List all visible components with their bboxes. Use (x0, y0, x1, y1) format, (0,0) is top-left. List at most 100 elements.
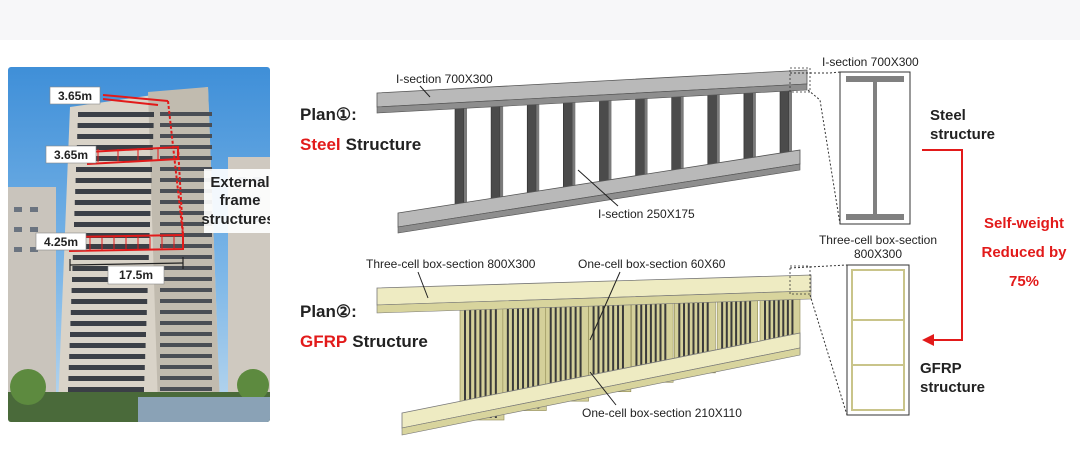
building-photo: 3.65m 3.65m 4.25m 17.5m External frame s… (8, 67, 270, 422)
tower-window-band (74, 200, 151, 205)
gfrp-cell-stripe (621, 303, 624, 390)
steel-column (743, 88, 754, 168)
steel-column-side (644, 95, 648, 188)
tower-window-band (74, 222, 150, 227)
tower-window-band (68, 365, 145, 370)
tower-window-band (70, 332, 146, 337)
tower-window-band-side (160, 233, 212, 237)
steel-column (779, 85, 790, 162)
steel-beam-leader (419, 85, 431, 98)
plan2-structure-word: Structure (352, 332, 428, 351)
gfrp-cell-stripe (664, 302, 667, 381)
reduction-box (972, 208, 1076, 292)
steel-columns (454, 85, 792, 222)
frame-markers (69, 94, 184, 253)
reduction-arrowhead (922, 334, 934, 346)
tower-window-band-side (160, 266, 212, 270)
gfrp-cell-stripe (617, 303, 620, 390)
tower-window-band-side (160, 288, 212, 292)
gfrp-cell-stripe (649, 302, 652, 381)
plan2-title: GFRP Structure (300, 332, 428, 351)
tower-window-band (76, 167, 152, 172)
dim-label-third: 4.25m (44, 235, 78, 249)
gfrp-cell-stripe (777, 298, 780, 352)
steel-beam-label: I-section 700X300 (396, 72, 493, 86)
tower-window-band (73, 244, 150, 249)
gfrp-cell-label: One-cell box-section 60X60 (578, 257, 726, 271)
gfrp-cell-stripe (469, 308, 472, 418)
tower-window-band (68, 387, 144, 392)
tower-window-band-side (160, 376, 212, 380)
tower-window-band-side (160, 167, 212, 171)
tower-window-band (70, 310, 147, 315)
gfrp-cell-stripe (739, 299, 742, 362)
gfrp-cell-stripe (479, 308, 482, 418)
tower-window-band-side (160, 156, 212, 160)
gfrp-cell-stripe (701, 300, 704, 371)
tower-window-band-side (160, 332, 212, 336)
tower-window-band (76, 145, 153, 150)
tower-window-band-side (160, 343, 212, 347)
tower-window-band-side (160, 222, 212, 226)
gfrp-cell-stripe (549, 305, 552, 400)
tower-window-band (78, 112, 154, 117)
top-strip (0, 0, 1080, 40)
dim-label-top: 3.65m (58, 89, 92, 103)
gfrp-cell-stripe (532, 306, 535, 409)
steel-column-side (608, 98, 612, 195)
gfrp-cell-stripe (640, 302, 643, 381)
gfrp-section (789, 264, 910, 416)
gfrp-beam-label: Three-cell box-section 800X300 (366, 257, 536, 271)
gfrp-cell-stripe (721, 299, 724, 362)
gfrp-cell-stripe (683, 300, 686, 371)
gfrp-cell-stripe (612, 303, 615, 390)
tower-window-band-side (160, 277, 212, 281)
plan1-material: Steel (300, 135, 341, 154)
gfrp-cell-stripe (559, 305, 562, 400)
plan1-label: Plan①: (300, 105, 357, 124)
gfrp-cell-stripe (474, 308, 477, 418)
gfrp-cell-stripe (569, 305, 572, 400)
dim-label-width: 17.5m (119, 268, 153, 282)
gfrp-section-title-2: 800X300 (854, 247, 902, 261)
tower-window-band (74, 211, 151, 216)
gfrp-cell-stripe (749, 299, 752, 362)
gfrp-frame (376, 274, 812, 436)
gfrp-cell-stripe (564, 305, 567, 400)
gfrp-cell-stripe (527, 306, 530, 409)
gfrp-cell-stripe (489, 308, 492, 418)
steel-column-side (716, 90, 720, 175)
gfrp-cell-stripe (706, 300, 709, 371)
tower-window-band-side (160, 178, 212, 182)
steel-column (707, 90, 718, 175)
plan1-title: Steel Structure (300, 135, 421, 154)
gfrp-cell-stripe (494, 308, 497, 418)
gfrp-cell-stripe (597, 303, 600, 390)
tower-window-band-side (160, 354, 212, 358)
gfrp-structure-label-2: structure (920, 379, 985, 396)
gfrp-cell-stripe (730, 299, 733, 362)
tower-window-band (69, 343, 146, 348)
gfrp-cell-stripe (791, 298, 794, 352)
gfrp-cell-stripe (744, 299, 747, 362)
steel-frame (376, 69, 808, 234)
gfrp-cell-stripe (687, 300, 690, 371)
gfrp-cell-stripe (654, 302, 657, 381)
tower-window-band (70, 321, 147, 326)
gfrp-structure-label-1: GFRP (920, 360, 962, 377)
plan2-material: GFRP (300, 332, 347, 351)
gfrp-column-label: One-cell box-section 210X110 (582, 406, 742, 420)
gfrp-cell-stripe (678, 300, 681, 371)
callout-box: External frame structures (201, 169, 270, 233)
tower-window-band-side (160, 365, 212, 369)
gfrp-cell-stripe (773, 298, 776, 352)
plan1-structure-word: Structure (346, 135, 422, 154)
gfrp-cell-stripe (645, 302, 648, 381)
tower-window-band (77, 123, 154, 128)
steel-column-side (680, 93, 684, 181)
steel-bottom-beam-bottom (397, 163, 801, 234)
gfrp-cell-stripe (782, 298, 785, 352)
steel-column-leader (577, 169, 619, 207)
tower-window-band-side (160, 321, 212, 325)
